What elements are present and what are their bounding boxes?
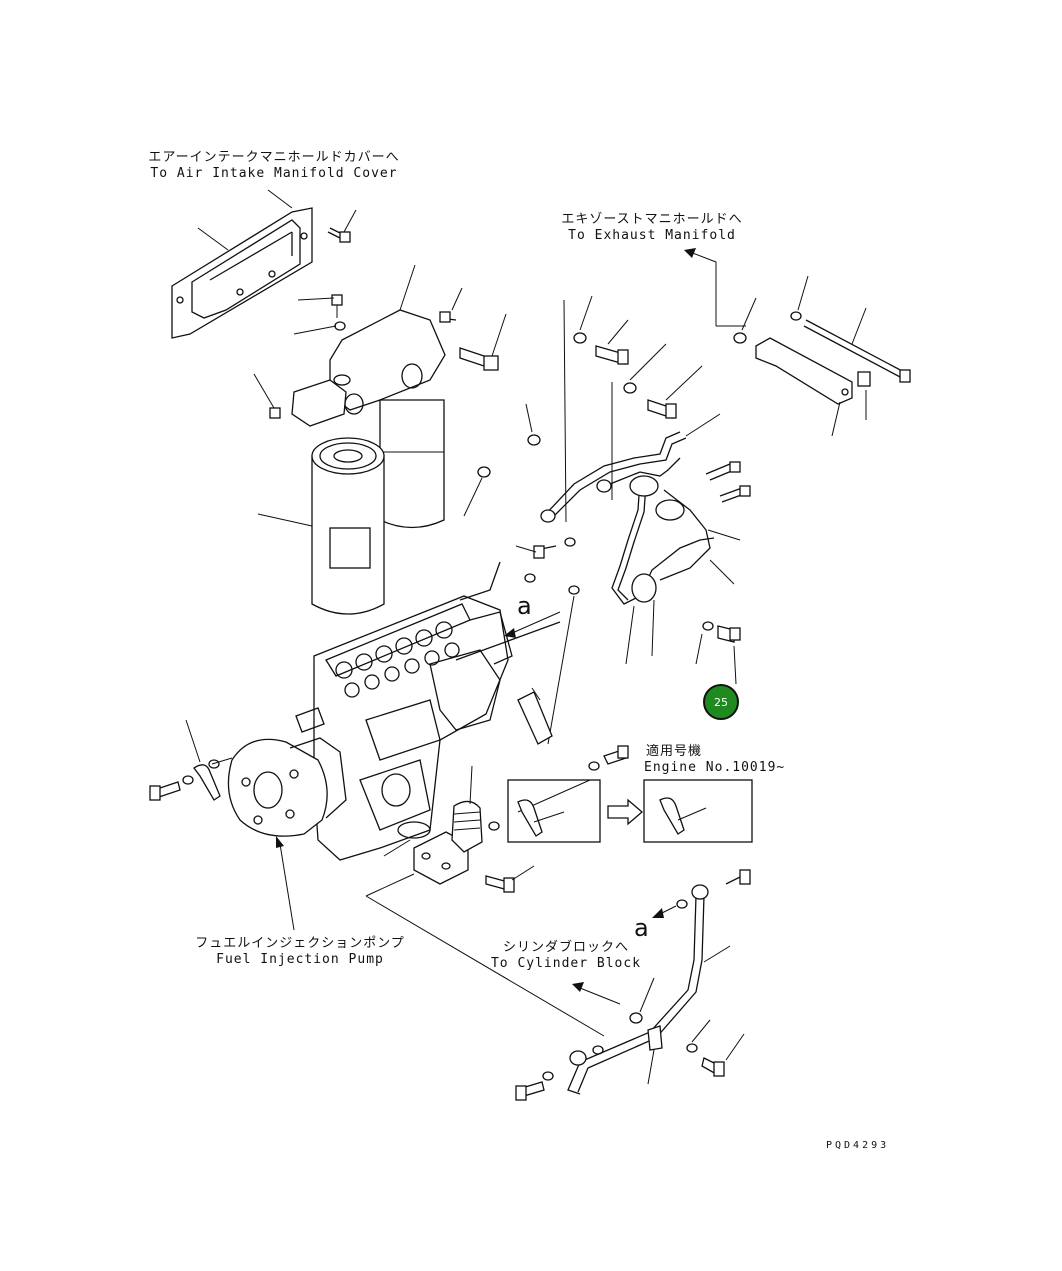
injection-pump: [295, 561, 561, 861]
label-air-intake-jp: エアーインテークマニホールドカバーへ: [148, 150, 400, 165]
label-exhaust-jp: エキゾーストマニホールドへ: [561, 212, 743, 227]
eye-bolt-left: [149, 719, 233, 801]
label-leaders: [267, 189, 295, 931]
ref-letter-lower: a: [634, 914, 649, 942]
exhaust-bracket: [684, 248, 911, 437]
callout-badge[interactable]: 25: [703, 684, 739, 720]
fuel-filter-front: [257, 437, 385, 615]
detail-before: [507, 779, 601, 843]
ref-letter-upper: a: [517, 592, 532, 620]
detail-arrow: [607, 798, 643, 826]
label-pump-en: Fuel Injection Pump: [216, 952, 384, 967]
label-pump-jp: フュエルインジェクションポンプ: [195, 936, 405, 951]
label-exhaust-en: To Exhaust Manifold: [568, 228, 736, 243]
fuel-filter-rear: [379, 399, 445, 529]
label-applicable-jp: 適用号機: [646, 744, 703, 759]
label-applicable-en: Engine No.10019~: [644, 760, 786, 775]
label-cylinder-en: To Cylinder Block: [490, 956, 642, 971]
filter-head: [291, 264, 446, 427]
intake-bracket: [171, 207, 313, 339]
bolt-set-upper: [253, 209, 809, 517]
cylinder-block-pipe: [365, 869, 751, 1101]
pump-flange: [227, 737, 347, 837]
feed-pump: [383, 745, 629, 893]
detail-after: [643, 779, 753, 843]
sheet-code: PQD4293: [826, 1140, 890, 1151]
label-air-intake-en: To Air Intake Manifold Cover: [150, 166, 398, 181]
label-cylinder-jp: シリンダブロックへ: [502, 940, 630, 955]
fuel-lines: [504, 299, 751, 745]
